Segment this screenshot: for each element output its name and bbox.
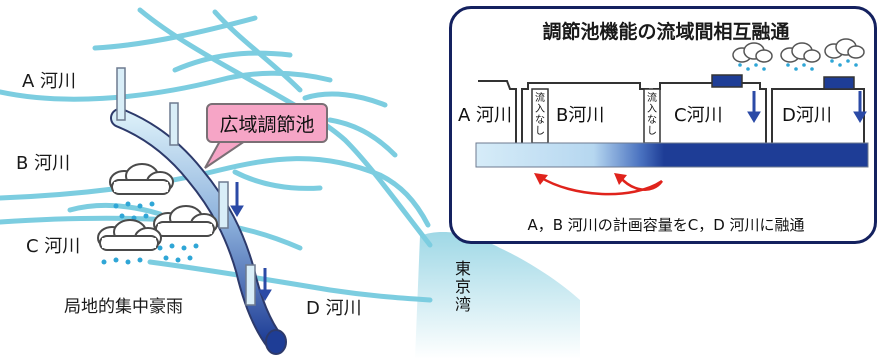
- no-inflow-label: 流入なし: [535, 93, 545, 137]
- interbasin-panel: 調節池機能の流域間相互融通: [449, 6, 877, 244]
- storm-cloud-icon: [109, 163, 174, 221]
- label-local-heavy-rain: 局地的集中豪雨: [64, 297, 183, 317]
- cell-label-c: C河川: [674, 105, 723, 126]
- bay-char-1: 東: [455, 259, 472, 278]
- label-tokyo-bay: 東 京 湾: [455, 260, 471, 314]
- storm-cloud-icon: [153, 205, 218, 263]
- bay-char-3: 湾: [455, 295, 472, 314]
- label-river-a: A 河川: [22, 71, 77, 92]
- cell-label-a: A 河川: [458, 105, 513, 126]
- label-river-b: B 河川: [16, 153, 71, 174]
- tunnel-end: [265, 329, 287, 355]
- no-inflow-label: 流入なし: [647, 93, 657, 137]
- storm-cloud-icon: [97, 219, 162, 265]
- callout-wide-area-reservoir: 広域調節池: [206, 103, 328, 143]
- panel-diagram: [475, 38, 869, 196]
- storage-band: [475, 142, 869, 168]
- callout-text: 広域調節池: [219, 113, 315, 136]
- bay-char-2: 京: [455, 277, 472, 296]
- label-river-c: C 河川: [26, 236, 81, 257]
- cell-label-d: D河川: [782, 105, 832, 126]
- panel-caption: A，B 河川の計画容量をC，D 河川に融通: [527, 216, 805, 234]
- rivers: [0, 7, 433, 303]
- intake-shafts: [116, 67, 256, 306]
- panel-title: 調節池機能の流域間相互融通: [542, 21, 790, 43]
- cell-label-b: B河川: [556, 105, 605, 126]
- label-river-d: D 河川: [306, 298, 362, 319]
- inflow-arrows: [230, 182, 272, 301]
- tokyo-bay-water: [415, 232, 580, 359]
